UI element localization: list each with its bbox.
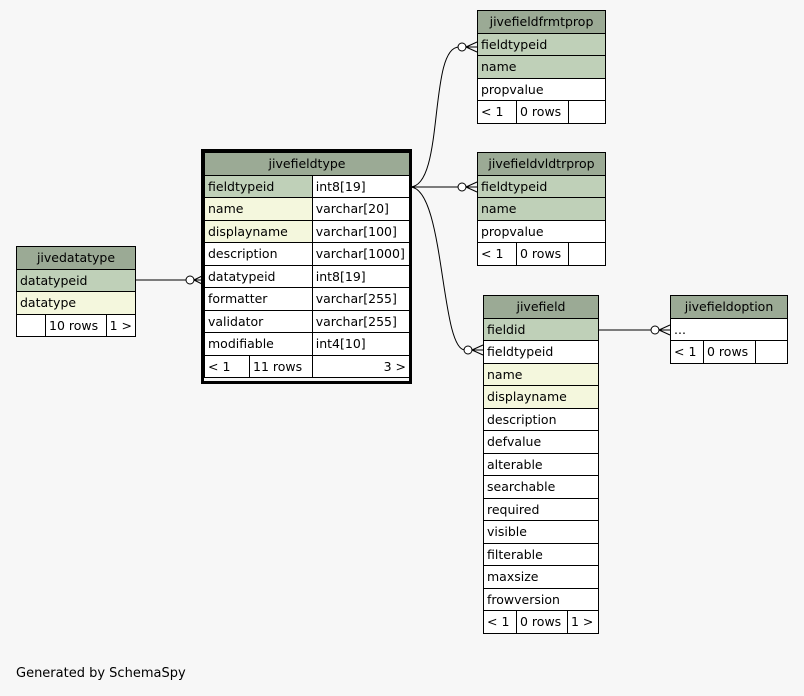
column-searchable[interactable]: searchable [483, 475, 599, 499]
column-fieldtypeid[interactable]: fieldtypeid [477, 174, 606, 198]
column-propvalue[interactable]: propvalue [477, 219, 606, 243]
column-frowversion[interactable]: frowversion [483, 587, 599, 611]
column-description[interactable]: description [204, 242, 313, 266]
rel-fieldtype-field [409, 186, 466, 351]
table-jivefieldtype[interactable]: jivefieldtype fieldtypeid int8[19] name … [204, 152, 411, 378]
footer-prev[interactable]: < 1 [477, 100, 517, 124]
table-jivefieldvldtrprop[interactable]: jivefieldvldtrprop fieldtypeid name prop… [477, 152, 606, 266]
crowfoot-marker [471, 344, 484, 356]
footer-row-count: 0 rows [703, 340, 756, 364]
generated-by-text: Generated by SchemaSpy [16, 666, 186, 681]
footer-next[interactable]: 3 > [311, 354, 411, 378]
column-type: int4[10] [311, 332, 411, 356]
column-ellipsis[interactable]: ... [670, 317, 788, 341]
column-name[interactable]: name [477, 55, 606, 79]
column-validator[interactable]: validator [204, 309, 313, 333]
footer-next [568, 100, 606, 124]
column-maxsize[interactable]: maxsize [483, 565, 599, 589]
column-name[interactable]: name [477, 197, 606, 221]
footer-prev[interactable]: < 1 [477, 242, 517, 266]
table-title[interactable]: jivefieldvldtrprop [477, 152, 606, 176]
footer-row-count: 10 rows [45, 313, 107, 337]
column-filterable[interactable]: filterable [483, 542, 599, 566]
column-fieldtypeid[interactable]: fieldtypeid [483, 340, 599, 364]
footer-row-count: 0 rows [516, 100, 569, 124]
footer-next [755, 340, 788, 364]
table-title[interactable]: jivefieldfrmtprop [477, 10, 606, 34]
column-description[interactable]: description [483, 407, 599, 431]
crowfoot-marker [465, 41, 478, 53]
column-type: varchar[100] [311, 219, 411, 243]
footer-row-count: 0 rows [516, 242, 569, 266]
footer-next[interactable]: 1 > [567, 610, 599, 634]
footer-row-count: 11 rows [249, 354, 313, 378]
column-visible[interactable]: visible [483, 520, 599, 544]
crowfoot-marker [465, 181, 478, 193]
column-name[interactable]: name [204, 197, 313, 221]
optional-marker [457, 182, 467, 192]
column-name[interactable]: name [483, 362, 599, 386]
column-fieldid[interactable]: fieldid [483, 317, 599, 341]
footer-next[interactable]: 1 > [105, 313, 137, 337]
column-datatype[interactable]: datatype [16, 291, 136, 315]
column-type: int8[19] [311, 174, 411, 198]
column-modifiable[interactable]: modifiable [204, 332, 313, 356]
footer-row-count: 0 rows [516, 610, 568, 634]
table-title[interactable]: jivefieldtype [204, 152, 410, 176]
table-title[interactable]: jivefieldoption [670, 295, 788, 319]
crowfoot-marker [658, 324, 671, 336]
footer-prev[interactable]: < 1 [670, 340, 704, 364]
column-datatypeid[interactable]: datatypeid [204, 264, 313, 288]
crowfoot-marker [193, 274, 205, 286]
footer-prev[interactable]: < 1 [483, 610, 517, 634]
table-title[interactable]: jivedatatype [16, 246, 136, 270]
column-type: varchar[1000] [311, 242, 411, 266]
column-type: varchar[20] [311, 197, 411, 221]
optional-marker [457, 42, 467, 52]
table-jivefieldoption[interactable]: jivefieldoption ... < 1 0 rows [670, 295, 788, 364]
column-datatypeid[interactable]: datatypeid [16, 268, 136, 292]
column-type: varchar[255] [311, 309, 411, 333]
column-formatter[interactable]: formatter [204, 287, 313, 311]
column-required[interactable]: required [483, 497, 599, 521]
column-displayname[interactable]: displayname [204, 219, 313, 243]
table-jivedatatype[interactable]: jivedatatype datatypeid datatype 10 rows… [16, 246, 137, 337]
optional-marker [650, 325, 660, 335]
footer-prev [16, 313, 46, 337]
column-type: int8[19] [311, 264, 411, 288]
optional-marker [463, 345, 473, 355]
column-fieldtypeid[interactable]: fieldtypeid [204, 174, 313, 198]
footer-prev[interactable]: < 1 [204, 354, 250, 378]
column-displayname[interactable]: displayname [483, 385, 599, 409]
table-jivefield[interactable]: jivefield fieldid fieldtypeid name displ… [483, 295, 599, 634]
footer-next [568, 242, 606, 266]
column-alterable[interactable]: alterable [483, 452, 599, 476]
column-fieldtypeid[interactable]: fieldtypeid [477, 32, 606, 56]
optional-marker [185, 275, 195, 285]
table-title[interactable]: jivefield [483, 295, 599, 319]
column-defvalue[interactable]: defvalue [483, 430, 599, 454]
column-type: varchar[255] [311, 287, 411, 311]
column-propvalue[interactable]: propvalue [477, 77, 606, 101]
table-jivefieldfrmtprop[interactable]: jivefieldfrmtprop fieldtypeid name propv… [477, 10, 606, 124]
rel-fieldtype-frmtprop [409, 46, 460, 188]
